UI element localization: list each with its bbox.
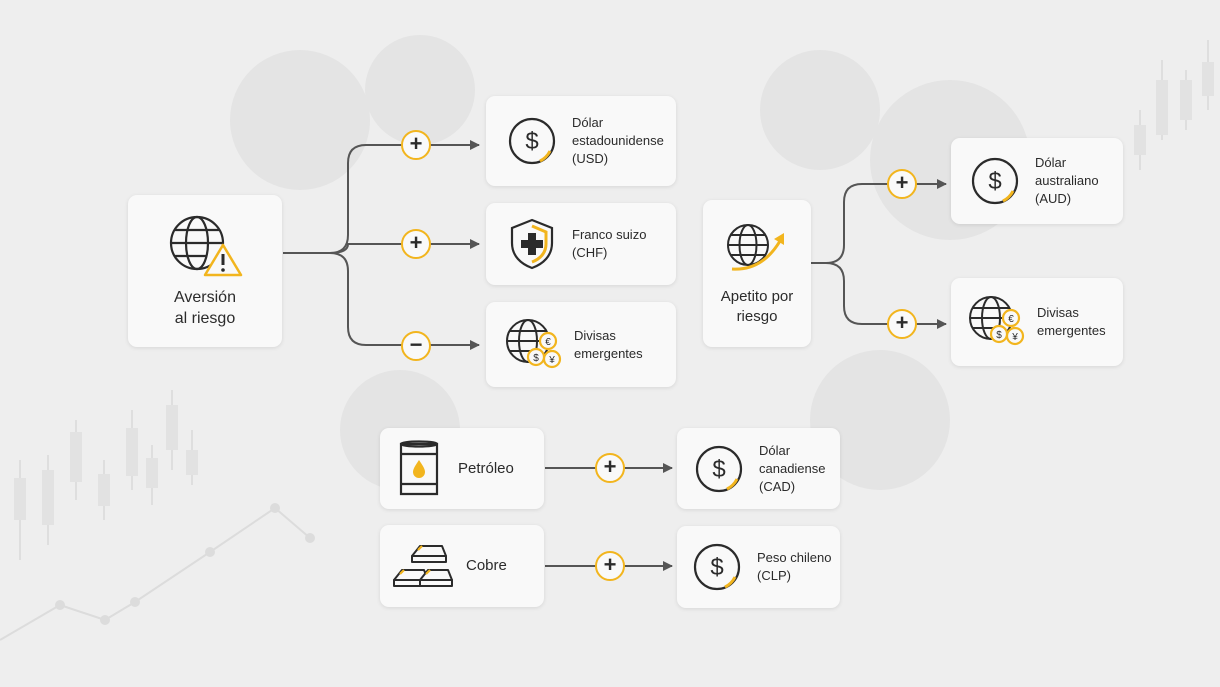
risk-on-branch-em <box>825 262 947 329</box>
em-off-card: € $ ¥ Divisas emergentes <box>486 302 676 387</box>
svg-text:¥: ¥ <box>1011 332 1018 343</box>
globe-currencies-icon: € $ ¥ <box>969 296 1025 346</box>
aud-label-3: (AUD) <box>1035 191 1072 206</box>
clp-label-1: Peso chileno <box>757 550 832 565</box>
usd-label-2: estadounidense <box>572 133 664 148</box>
sign-plus-clp: + <box>595 551 625 581</box>
svg-text:$: $ <box>710 554 723 581</box>
globe-warning-icon <box>169 215 243 277</box>
dollar-icon: $ <box>971 157 1019 205</box>
aud-card: $ Dólar australiano (AUD) <box>951 138 1123 224</box>
chf-card: Franco suizo (CHF) <box>486 203 676 285</box>
sign-plus-chf: + <box>401 229 431 259</box>
risk-on-card: Apetito por riesgo <box>703 200 811 347</box>
dollar-icon: $ <box>695 445 743 492</box>
em-on-label-2: emergentes <box>1037 323 1106 338</box>
chf-label-1: Franco suizo <box>572 227 647 242</box>
svg-text:$: $ <box>988 168 1001 195</box>
risk-off-label-line2: al riesgo <box>174 310 236 327</box>
usd-label-3: (USD) <box>572 151 609 166</box>
risk-off-label-line1: Aversión <box>174 289 236 306</box>
usd-label-1: Dólar <box>572 115 604 130</box>
risk-off-branch-chf <box>329 239 480 254</box>
svg-text:$: $ <box>533 353 539 364</box>
oil-label: Petróleo <box>458 459 514 477</box>
clp-label-2: (CLP) <box>757 568 791 583</box>
sign-minus-em: − <box>401 331 431 361</box>
svg-text:$: $ <box>525 128 538 155</box>
em-on-label-1: Divisas <box>1037 305 1079 320</box>
shield-cross-icon <box>510 218 554 270</box>
metal-bars-icon <box>393 545 453 587</box>
risk-off-trunk <box>283 140 480 254</box>
sign-plus-cad: + <box>595 453 625 483</box>
risk-on-label-line2: riesgo <box>736 307 778 325</box>
clp-card: $ Peso chileno (CLP) <box>677 526 840 608</box>
risk-off-branch-em <box>329 252 480 350</box>
cad-label-3: (CAD) <box>759 478 796 494</box>
sign-plus-aud: + <box>887 169 917 199</box>
sign-plus-usd: + <box>401 130 431 160</box>
risk-off-card: Aversión al riesgo <box>128 195 282 347</box>
em-on-card: € $ ¥ Divisas emergentes <box>951 278 1123 366</box>
sign-plus-em-on: + <box>887 309 917 339</box>
dollar-icon: $ <box>693 543 741 591</box>
em-off-label-1: Divisas <box>574 327 616 343</box>
copper-card: Cobre <box>380 525 544 607</box>
aud-label-1: Dólar <box>1035 155 1067 170</box>
globe-currencies-icon: € $ ¥ <box>506 318 562 368</box>
oil-barrel-icon <box>399 439 439 495</box>
svg-text:$: $ <box>712 456 725 483</box>
risk-on-label-line1: Apetito por <box>720 287 794 305</box>
usd-card: $ Dólar estadounidense (USD) <box>486 96 676 186</box>
globe-arrow-up-icon <box>727 223 784 271</box>
cad-label-2: canadiense <box>759 460 826 476</box>
copper-label: Cobre <box>466 557 507 574</box>
cad-label-1: Dólar <box>759 442 791 458</box>
cad-card: $ Dólar canadiense (CAD) <box>677 428 840 509</box>
risk-on-trunk <box>811 179 947 264</box>
svg-text:$: $ <box>996 330 1002 341</box>
svg-text:€: € <box>1008 314 1014 325</box>
dollar-icon: $ <box>508 117 556 165</box>
oil-card: Petróleo <box>380 428 544 509</box>
svg-text:¥: ¥ <box>548 355 555 366</box>
aud-label-2: australiano <box>1035 173 1099 188</box>
em-off-label-2: emergentes <box>574 345 643 361</box>
svg-text:€: € <box>545 337 551 348</box>
chf-label-2: (CHF) <box>572 245 608 260</box>
